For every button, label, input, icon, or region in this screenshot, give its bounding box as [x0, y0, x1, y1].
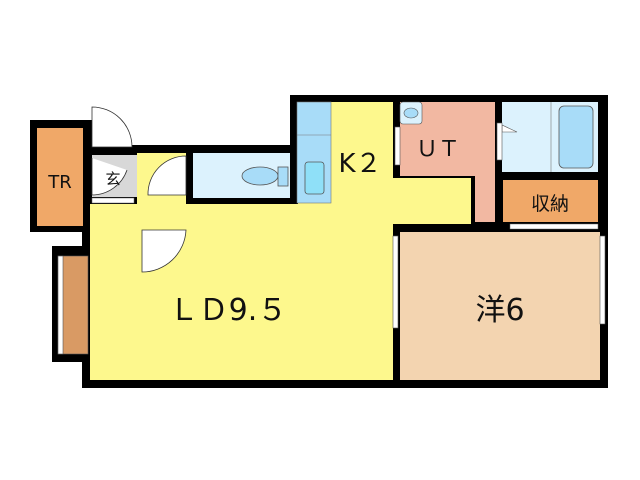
doors	[91, 106, 187, 273]
bathtub-icon	[558, 105, 594, 169]
label-ld: ＬＤ9.５	[169, 293, 288, 328]
window-right	[599, 235, 606, 325]
tr-room	[37, 128, 83, 226]
sliding-door-ut	[394, 126, 401, 166]
label-entrance: 玄	[105, 170, 120, 188]
storage-room	[503, 180, 598, 222]
western-room	[400, 232, 600, 380]
label-ut: ＵＴ	[416, 137, 460, 162]
label-storage: 収納	[531, 193, 569, 215]
sink-icon	[304, 161, 325, 195]
toilet-icon	[241, 166, 279, 186]
label-kitchen: K２	[338, 149, 381, 179]
label-tr: TR	[47, 172, 72, 193]
label-western: 洋6	[475, 293, 524, 328]
sliding-door-ld	[392, 235, 399, 329]
ld-room	[90, 204, 393, 380]
